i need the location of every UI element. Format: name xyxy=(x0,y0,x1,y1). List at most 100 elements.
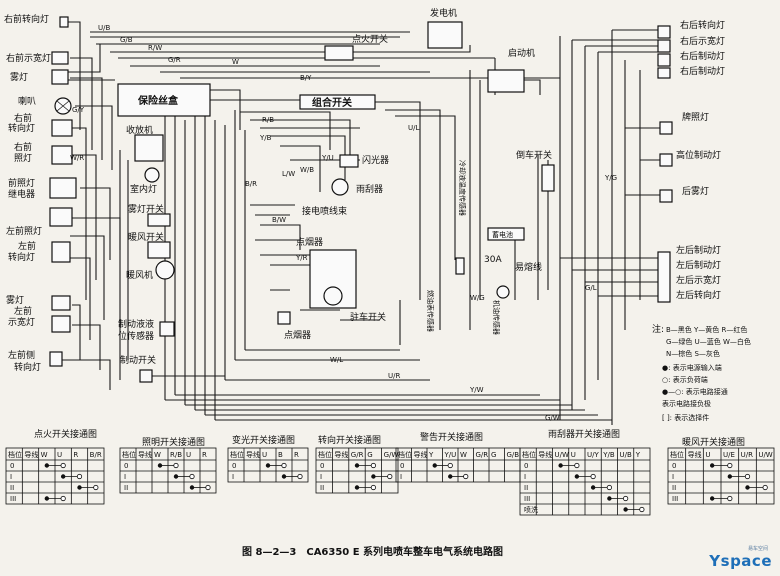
rf-headlamp-icon xyxy=(51,145,73,165)
rf-width-lamp-icon xyxy=(51,51,69,65)
switch-table-header: U/R xyxy=(741,451,753,459)
dome-light-icon xyxy=(144,167,160,183)
lr-brake2-label: 左后制动灯 xyxy=(676,259,721,271)
switch-table-header: U/W xyxy=(555,451,569,459)
switch-table-header: 导线 xyxy=(246,450,260,459)
switch-table-header: Y/U xyxy=(444,451,457,459)
switch-table-header: U/W xyxy=(758,451,772,459)
cig-lighter-label: 点烟器 xyxy=(296,236,323,248)
rr-brake-lamp-icon xyxy=(657,53,671,67)
switch-table-header: B xyxy=(278,451,283,459)
connection-dot xyxy=(370,484,376,491)
switch-table-header: U/E xyxy=(723,451,735,459)
connection-dot xyxy=(189,473,195,480)
connection-dot xyxy=(463,473,469,480)
lf-width-lamp-icon xyxy=(51,315,71,333)
wire-code: W/B xyxy=(300,166,314,174)
connection-dot xyxy=(281,462,287,469)
brake-fluid-label-a: 制动液液 xyxy=(118,318,154,330)
fog-lamp-left-icon xyxy=(51,295,71,311)
switch-table-title: 暖风开关接通图 xyxy=(682,436,745,448)
starter-label: 启动机 xyxy=(508,47,535,59)
wire-network xyxy=(60,21,660,425)
switch-table-row-label: II xyxy=(672,484,676,492)
connection-dot xyxy=(370,462,376,469)
switch-table-row-label: 0 xyxy=(10,462,14,470)
connection-dot xyxy=(606,484,612,491)
radio-label: 收放机 xyxy=(126,124,153,136)
switch-table-row-label: I xyxy=(672,473,674,481)
connection-dot xyxy=(744,473,751,480)
oil-sensor-label: 机油传感器 xyxy=(492,300,501,335)
switch-table-row-label: 0 xyxy=(232,462,236,470)
heater-label: 暖风机 xyxy=(126,269,153,281)
switch-table-header: 档位 xyxy=(398,450,412,459)
rear-fog-label: 后雾灯 xyxy=(682,186,709,197)
lr-width-label: 左后示宽灯 xyxy=(676,274,721,286)
rear-left-cluster-icon xyxy=(657,251,671,303)
flasher-label: 闪光器 xyxy=(362,154,389,166)
lf-side-label-b: 转向灯 xyxy=(14,361,41,373)
figure-caption: 图 8—2—3 CA6350 E 系列电喷车整车电气系统电路图 xyxy=(242,545,503,558)
lf-side-turn-icon xyxy=(49,351,63,367)
lf-width-label-b: 示宽灯 xyxy=(8,316,35,328)
switch-table-header: W xyxy=(460,451,467,459)
rr-brake2-label: 右后制动灯 xyxy=(680,65,725,77)
connection-dot xyxy=(623,495,629,502)
heater-motor-icon xyxy=(155,260,175,280)
switch-table-header: R xyxy=(73,451,78,459)
fuse-box-label: 保险丝盒 xyxy=(137,94,179,107)
switch-table-header: W xyxy=(154,451,161,459)
alternator-label: 发电机 xyxy=(430,7,457,19)
ignition-switch-icon xyxy=(324,45,354,61)
legend-colors-1: B—黑色 Y—黄色 R—红色 xyxy=(666,325,747,334)
switch-table-header: 档位 xyxy=(522,450,536,459)
yspace-logo: Yspace xyxy=(709,552,772,570)
switch-table-row-label: I xyxy=(124,473,126,481)
logo-subtext: 易车空间 xyxy=(747,546,768,552)
switch-table-header: G/R xyxy=(351,451,364,459)
lf-side-label-a: 左前侧 xyxy=(8,349,35,361)
ignition-switch-label: 点火开关 xyxy=(352,33,388,45)
legend-colors-3: N—棕色 S—灰色 xyxy=(666,349,720,358)
switch-table-header: G/R xyxy=(476,451,489,459)
high-brake-label: 高位制动灯 xyxy=(676,149,721,161)
rf-turn2-label-b: 转向灯 xyxy=(8,122,35,134)
lr-turn-label: 左后转向灯 xyxy=(676,289,721,301)
wire-code: Y/R xyxy=(295,254,308,262)
wire-code: W/L xyxy=(330,356,343,364)
reverse-switch-label: 倒车开关 xyxy=(516,149,552,161)
fog-left-label: 雾灯 xyxy=(6,295,24,306)
connection-dot xyxy=(60,462,66,469)
lf-turn-label-a: 左前 xyxy=(18,240,36,252)
reverse-switch-icon xyxy=(541,164,555,192)
fusible-link-label: 易熔线 xyxy=(515,261,542,273)
battery-label: 蓄电池 xyxy=(492,230,513,239)
head-relay-label-b: 继电器 xyxy=(8,188,35,200)
connection-dot xyxy=(727,462,733,469)
legend-colors-2: G—绿色 U—蓝色 W—白色 xyxy=(666,337,751,346)
fuse-box-icon xyxy=(117,83,211,117)
connection-dot xyxy=(205,484,211,491)
dome-light-label: 室内灯 xyxy=(130,183,157,195)
switch-table-title: 警告开关接通图 xyxy=(420,431,483,443)
fog-right-label: 雾灯 xyxy=(10,72,28,83)
switch-table-header: R/B xyxy=(170,451,182,459)
switch-table-header: 导线 xyxy=(24,450,38,459)
switch-table-header: U xyxy=(186,451,191,459)
switch-table-header: B/R xyxy=(90,451,102,459)
heater-switch-icon xyxy=(147,241,171,259)
wire-code: G/Y xyxy=(72,106,85,114)
lr-brake-label: 左后制动灯 xyxy=(676,244,721,256)
switch-table-header: U/B xyxy=(620,451,632,459)
switch-table-header: R xyxy=(202,451,207,459)
connection-dot xyxy=(173,462,179,469)
connection-dot xyxy=(387,473,393,480)
connection-dot xyxy=(93,484,99,491)
switch-table-row-label: II xyxy=(320,484,324,492)
connection-dot xyxy=(574,462,580,469)
fog-switch-icon xyxy=(147,213,171,227)
